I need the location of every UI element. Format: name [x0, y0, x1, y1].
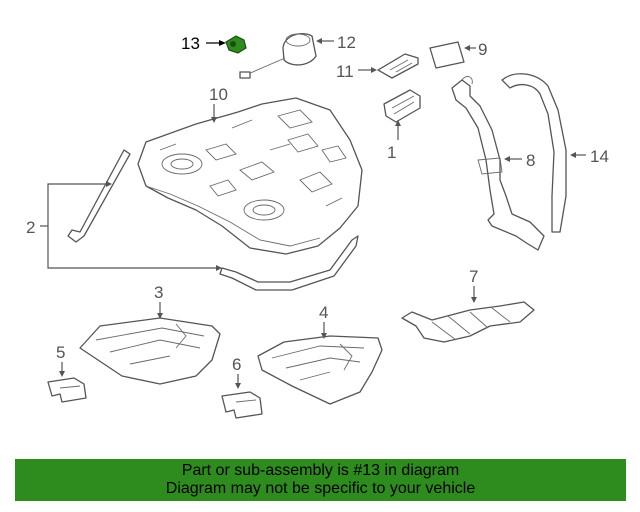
part-9-pad [429, 41, 465, 69]
callout-10: 1 [387, 143, 396, 162]
leader-3-arrow [157, 313, 163, 319]
leader-13-arrow [219, 40, 226, 46]
part-13-fastener[interactable] [225, 35, 247, 54]
callout-13: 13 [181, 34, 200, 53]
leader-6-arrow [235, 383, 241, 389]
leader-7-arrow [471, 297, 477, 303]
part-5-clip [47, 377, 87, 403]
leader-12-arrow [316, 38, 322, 44]
part-3-protector-left [79, 317, 221, 385]
part-7-heat-shield [401, 301, 535, 343]
callout-2: 2 [26, 218, 35, 237]
callout-7: 7 [469, 267, 478, 286]
leader-11-arrow [371, 67, 377, 73]
part-6-clip [221, 391, 263, 419]
info-banner: Part or sub-assembly is #13 in diagram D… [15, 459, 626, 501]
leader-4-arrow [321, 333, 327, 339]
callout-1: 10 [209, 85, 228, 104]
callout-12: 12 [337, 33, 356, 52]
part-10-module [383, 89, 421, 123]
callout-14: 14 [590, 147, 609, 166]
part-14-hose [501, 73, 567, 233]
part-8-filler-pipe [451, 76, 545, 251]
part-2-straps [67, 149, 359, 291]
callout-9: 9 [478, 40, 487, 59]
leader-14-arrow [570, 152, 576, 158]
callout-8: 8 [526, 151, 535, 170]
banner-line-2: Diagram may not be specific to your vehi… [165, 480, 476, 497]
leader-10-arrow [395, 120, 401, 126]
part-11-bracket [377, 53, 419, 79]
leader-2-arrow-b [216, 265, 222, 271]
leader-2 [47, 183, 218, 269]
part-4-protector-right [257, 335, 383, 405]
part-1-fuel-tank [137, 97, 363, 255]
callout-5: 5 [56, 343, 65, 362]
leader-1-arrow [211, 117, 217, 123]
leader-9-arrow [464, 45, 470, 51]
banner-line-1: Part or sub-assembly is #13 in diagram [181, 462, 460, 479]
callout-3: 3 [154, 283, 163, 302]
leader-8-arrow [504, 156, 510, 162]
leader-2-arrow-a [106, 181, 112, 187]
part-12-fuel-cap [239, 33, 317, 79]
leader-5-arrow [59, 371, 65, 377]
callout-11: 11 [336, 62, 354, 81]
callout-4: 4 [319, 303, 328, 322]
callout-6: 6 [232, 355, 241, 374]
